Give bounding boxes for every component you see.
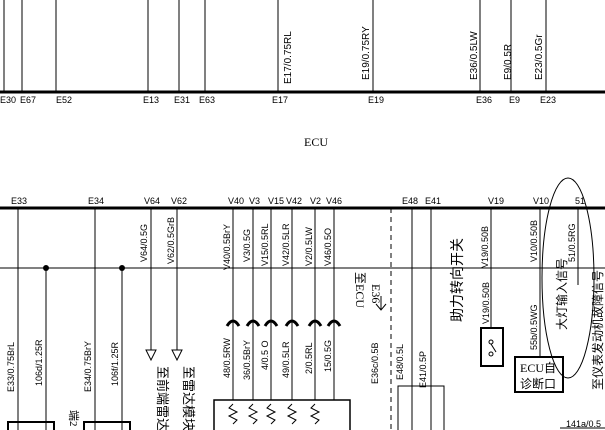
wire-label: E33/0.75BrL <box>6 342 16 392</box>
headlight-signal-label: 大灯输入信号 <box>554 258 569 330</box>
bottom-wire-lines <box>17 208 579 430</box>
target-label: 至前端雷达 <box>155 366 170 430</box>
arrow-icons <box>145 349 183 362</box>
chinese-labels: 至前端雷达 至雷达模块 至ECU E36 助力转向开关 大灯输入信号 至仪表发动… <box>67 238 605 430</box>
pin-label: V3 <box>249 196 260 206</box>
arrow-icon <box>375 296 387 311</box>
pin-label: E33 <box>11 196 27 206</box>
junction-dots <box>43 265 125 271</box>
pin-label: V10 <box>533 196 549 206</box>
wire-label: E48/0.5L <box>395 344 405 380</box>
pin-label: E48 <box>402 196 418 206</box>
power-steering-switch <box>480 327 504 367</box>
lower-wire-labels: E33/0.75BrL 106d/1.25R E34/0.75BrY 106f/… <box>6 282 601 429</box>
pin-label: E19 <box>368 95 384 105</box>
top-wire-label: E9/0.5R <box>503 44 514 80</box>
pin-label: E30 <box>0 95 16 105</box>
top-pin-labels: E30 E67 E52 E13 E31 E63 E17 E19 E36 E9 E… <box>0 95 556 105</box>
pin-label: E52 <box>56 95 72 105</box>
wire-label: 51/0.5RG <box>567 223 577 262</box>
wire-label: 141a/0.5 <box>566 419 601 429</box>
to-ecu-label: 至ECU <box>353 272 367 308</box>
ecu-label: ECU <box>304 135 328 149</box>
wire-bridge-icons <box>225 319 342 327</box>
wire-label: V64/0.5G <box>139 224 149 262</box>
wire-label: V42/0.5LR <box>281 223 291 266</box>
fault-signal-label: 至仪表发动机故障信号 <box>590 270 605 390</box>
wire-label: 55b/0.5WG <box>529 304 539 350</box>
pin-label: E34 <box>88 196 104 206</box>
top-wire-label: E17/0.75RL <box>283 31 294 84</box>
wire-label: V40/0.5BrY <box>222 224 232 270</box>
pin-label: E9 <box>509 95 520 105</box>
highlight-ellipse <box>541 177 595 379</box>
ecu-diag-label-line2: 诊断口 <box>520 376 556 391</box>
pin-label: E36 <box>476 95 492 105</box>
pin-label: E67 <box>20 95 36 105</box>
wire-label: E36c/0.5B <box>370 342 380 384</box>
upper-wire-labels: V64/0.5G V62/0.5GrB V40/0.5BrY V3/0.5G V… <box>139 217 577 270</box>
pin-label: V40 <box>228 196 244 206</box>
wire-label: V62/0.5GrB <box>166 217 176 264</box>
wire-label: V15/0.5RL <box>260 223 270 266</box>
wire-label: 48/0.5RW <box>222 338 232 378</box>
wire-label: 4/0.5 O <box>260 340 270 370</box>
wire-label: 2/0.5RL <box>304 342 314 374</box>
pin-label: V2 <box>310 196 321 206</box>
wire-label: V19/0.50B <box>481 282 491 324</box>
wire-label: E41/0.5P <box>418 351 428 388</box>
top-wire-label: E19/0.75RY <box>361 26 372 80</box>
wire-label: 49/0.5LR <box>281 341 291 378</box>
component-box <box>83 421 131 430</box>
wire-label: V46/0.5O <box>323 228 333 266</box>
wire-label: V3/0.5G <box>242 229 252 262</box>
pin-label: E63 <box>199 95 215 105</box>
wire-label: 106f/1.25R <box>110 341 120 386</box>
top-wire-label: E36/0.5LW <box>469 31 480 80</box>
component-box <box>7 421 55 430</box>
pin-label: E23 <box>540 95 556 105</box>
partial-label: 端2 <box>67 410 80 427</box>
pin-label: V46 <box>326 196 342 206</box>
to-ecu-pin-label: E36 <box>369 284 383 303</box>
resistor-module <box>213 399 351 430</box>
pin-label: V15 <box>268 196 284 206</box>
ecu-diag-label-line1: ECU自 <box>520 361 556 375</box>
wire-label: V19/0.50B <box>480 226 490 268</box>
wire-label: V10/0.50B <box>529 220 539 262</box>
wire-label: 36/0.5BrY <box>242 340 252 380</box>
bottom-pin-labels: E33 E34 V64 V62 V40 V3 V15 V42 V2 V46 E4… <box>11 196 585 206</box>
pin-label: E41 <box>425 196 441 206</box>
wire-label: 106d/1.25R <box>34 339 44 386</box>
connector-block <box>397 385 445 430</box>
pin-label: E17 <box>272 95 288 105</box>
pin-label: 51 <box>575 196 585 206</box>
wire-label: 15/0.5G <box>323 340 333 372</box>
pin-label: V19 <box>488 196 504 206</box>
top-wire-lines <box>3 0 547 92</box>
target-label: 至雷达模块 <box>181 366 196 430</box>
pin-label: E31 <box>174 95 190 105</box>
resistor-icons <box>227 403 321 425</box>
pin-label: V62 <box>171 196 187 206</box>
top-wire-label: E23/0.5Gr <box>534 34 545 80</box>
pin-label: V64 <box>144 196 160 206</box>
wire-label: E34/0.75BrY <box>83 341 93 392</box>
ecu-diagnostic-port <box>514 356 564 393</box>
power-steering-switch-label: 助力转向开关 <box>450 238 466 322</box>
pin-label: E13 <box>143 95 159 105</box>
switch-icon <box>488 339 497 357</box>
wire-label: V2/0.5LW <box>304 227 314 266</box>
pin-label: V42 <box>286 196 302 206</box>
